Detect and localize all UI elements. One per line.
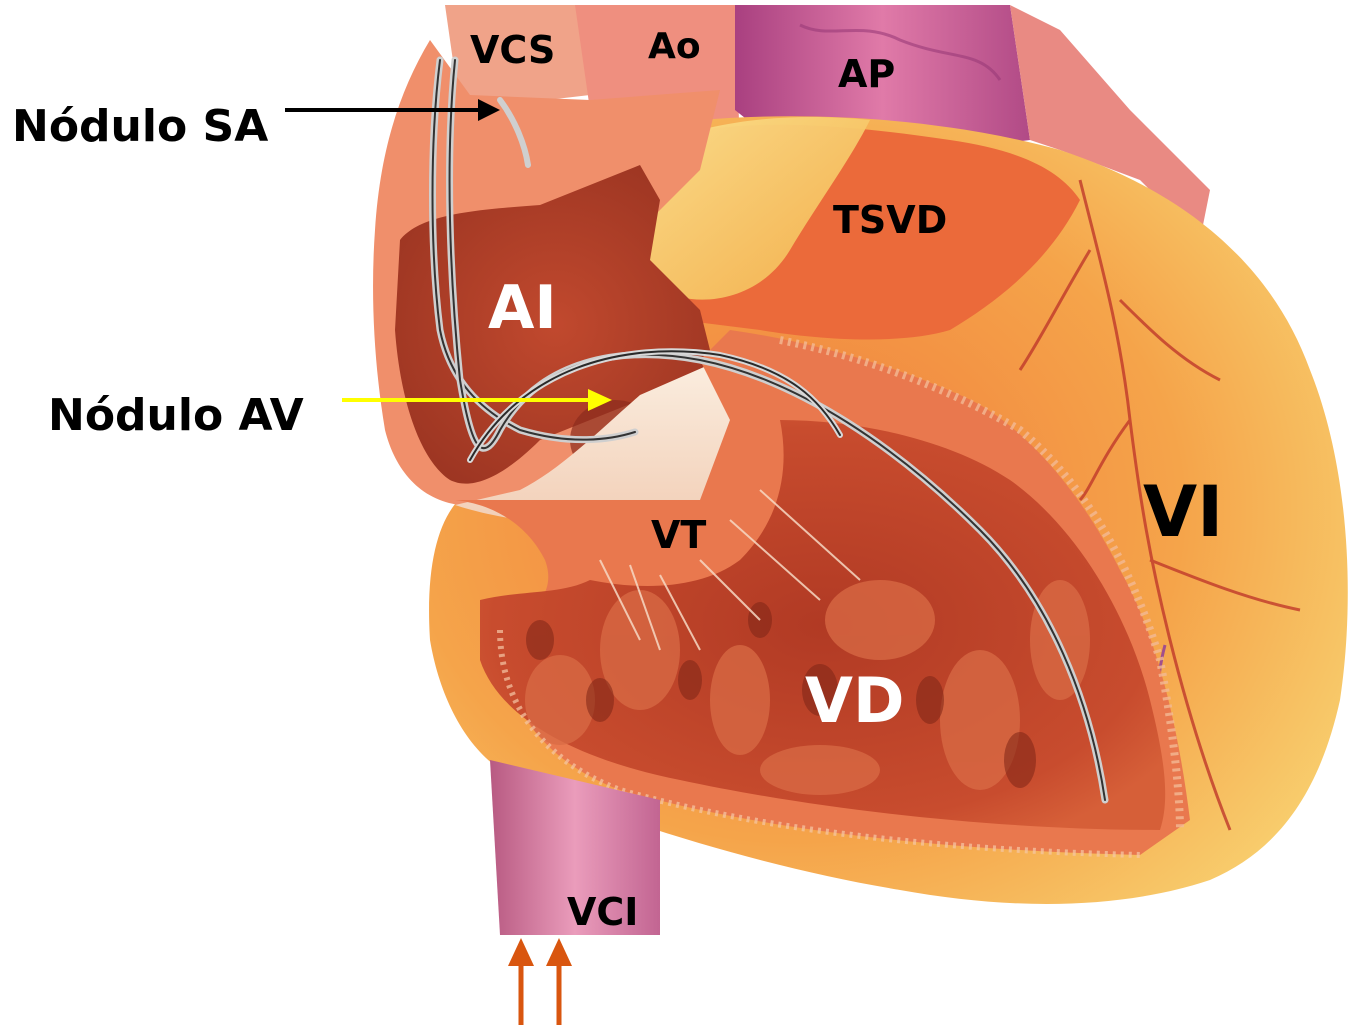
label-nodulo-sa: Nódulo SA	[12, 101, 268, 152]
label-ao: Ao	[648, 26, 701, 67]
label-ai: AI	[488, 273, 557, 343]
label-vi: VI	[1143, 471, 1223, 553]
label-vcs: VCS	[470, 28, 555, 72]
label-ap: AP	[838, 52, 895, 96]
label-nodulo-av: Nódulo AV	[48, 390, 304, 441]
label-vci: VCI	[567, 890, 638, 934]
flow-arrows	[508, 938, 572, 1025]
label-vd: VD	[805, 664, 904, 737]
label-vt: VT	[651, 513, 706, 557]
label-tsvd: TSVD	[833, 198, 947, 242]
